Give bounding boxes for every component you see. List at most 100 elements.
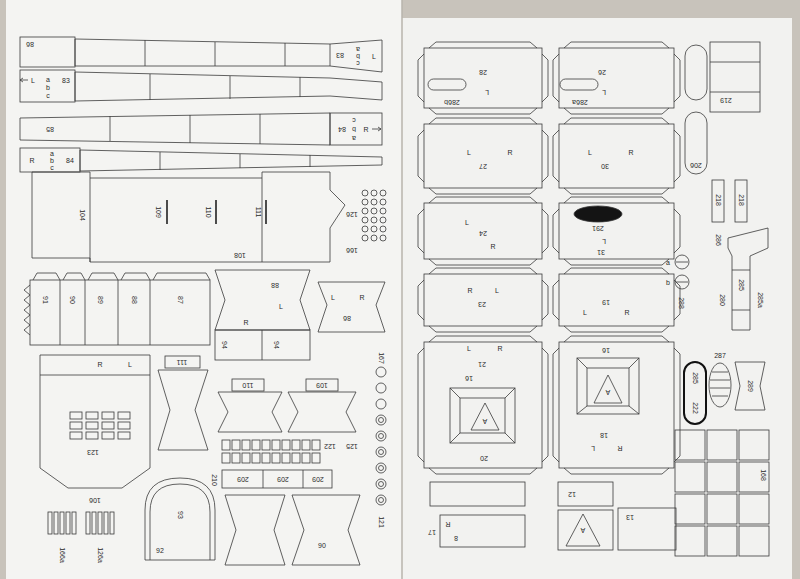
part-number: 110 (242, 382, 253, 389)
part-number: c (50, 164, 54, 171)
part-number: 219 (720, 97, 732, 104)
part-number: 90 (318, 542, 326, 549)
part-number: 16 (465, 375, 473, 382)
part-number: 218 (715, 194, 722, 206)
part-number: 123 (87, 449, 99, 456)
part-number: R (97, 361, 102, 368)
part-number: L (591, 445, 595, 452)
left-page-parts (20, 37, 386, 565)
part-number: 94 (273, 341, 280, 349)
part-number: 94 (221, 341, 228, 349)
part-number: 21 (478, 361, 486, 368)
part-number: b (46, 84, 50, 91)
part-number: 84 (338, 126, 346, 133)
part-number: 12 (568, 491, 576, 498)
part-number: b (356, 53, 360, 60)
part-number: 168 (760, 469, 767, 481)
part-number: 89 (97, 296, 104, 304)
part-number: 122 (324, 443, 336, 450)
part-number: c (46, 92, 50, 99)
part-number: 285 (738, 279, 745, 291)
part-number: R (624, 309, 629, 316)
part-number: R (628, 149, 633, 156)
part-number: 93 (177, 511, 184, 519)
part-number: R (363, 126, 368, 133)
part-number: 90 (69, 296, 76, 304)
part-number: 111 (255, 207, 262, 218)
part-number: 206 (690, 162, 702, 169)
part-number: 86 (343, 315, 351, 322)
part-number: b (666, 279, 670, 286)
part-number: 27 (479, 163, 487, 170)
part-number: R (243, 319, 248, 326)
part-number: 31 (597, 249, 605, 256)
part-number: 85 (46, 126, 54, 133)
part-number: 280 (719, 294, 726, 306)
part-number: 222 (692, 402, 699, 414)
part-number: 111 (177, 359, 188, 366)
part-number: 83 (336, 52, 344, 59)
part-number: a (666, 259, 670, 266)
part-number: a (356, 46, 360, 53)
part-number: 166 (346, 247, 358, 254)
part-number: R (29, 157, 34, 164)
part-number: L (465, 219, 469, 226)
part-number: 16 (602, 347, 610, 354)
part-number: L (279, 303, 283, 310)
part-number: L (467, 149, 471, 156)
part-number: 19 (602, 299, 610, 306)
part-number: R (445, 521, 450, 528)
part-number: c (356, 60, 360, 67)
part-number: 18 (600, 432, 608, 439)
part-number: L (602, 89, 606, 96)
part-number: b (352, 126, 356, 133)
part-number: 109 (316, 382, 328, 389)
part-number: 86 (26, 41, 34, 48)
part-number: L (128, 361, 132, 368)
part-number: 109 (155, 206, 162, 218)
part-number: 286a (572, 99, 588, 106)
part-number: 287 (714, 352, 726, 359)
part-number: b (50, 157, 54, 164)
part-number: A (606, 389, 611, 396)
part-number: 210 (211, 474, 218, 486)
part-number: 30 (601, 163, 609, 170)
part-number: a (352, 135, 356, 142)
part-number: 104 (79, 209, 86, 221)
part-number: R (359, 294, 364, 301)
part-number: 286 (715, 234, 722, 246)
part-number: 26 (598, 69, 606, 76)
part-number: A (581, 527, 586, 534)
part-number: 24 (479, 230, 487, 237)
part-number: 13 (626, 514, 634, 521)
part-number: 88 (271, 282, 279, 289)
right-page (402, 18, 792, 579)
part-number: 285 (692, 372, 699, 384)
part-number: a (50, 150, 54, 157)
part-number: R (617, 445, 622, 452)
part-number: R (467, 287, 472, 294)
part-number: L (331, 294, 335, 301)
part-number: L (372, 53, 376, 60)
part-number: 125 (346, 443, 358, 450)
part-number: a (46, 76, 50, 83)
part-number: 88 (131, 296, 138, 304)
part-number: 91 (42, 296, 49, 304)
part-number: 121 (378, 516, 385, 528)
part-number: 87 (177, 296, 184, 304)
part-number: 285a (757, 292, 764, 308)
part-number: 28 (479, 69, 487, 76)
part-number: L (583, 309, 587, 316)
part-number: 288 (678, 297, 685, 309)
part-number: 126 (346, 211, 358, 218)
part-number: L (31, 77, 35, 84)
part-number: 286b (444, 99, 460, 106)
part-number: 108 (234, 252, 246, 259)
part-number: 92 (156, 547, 164, 554)
part-number: 83 (62, 77, 70, 84)
left-page (6, 0, 402, 579)
